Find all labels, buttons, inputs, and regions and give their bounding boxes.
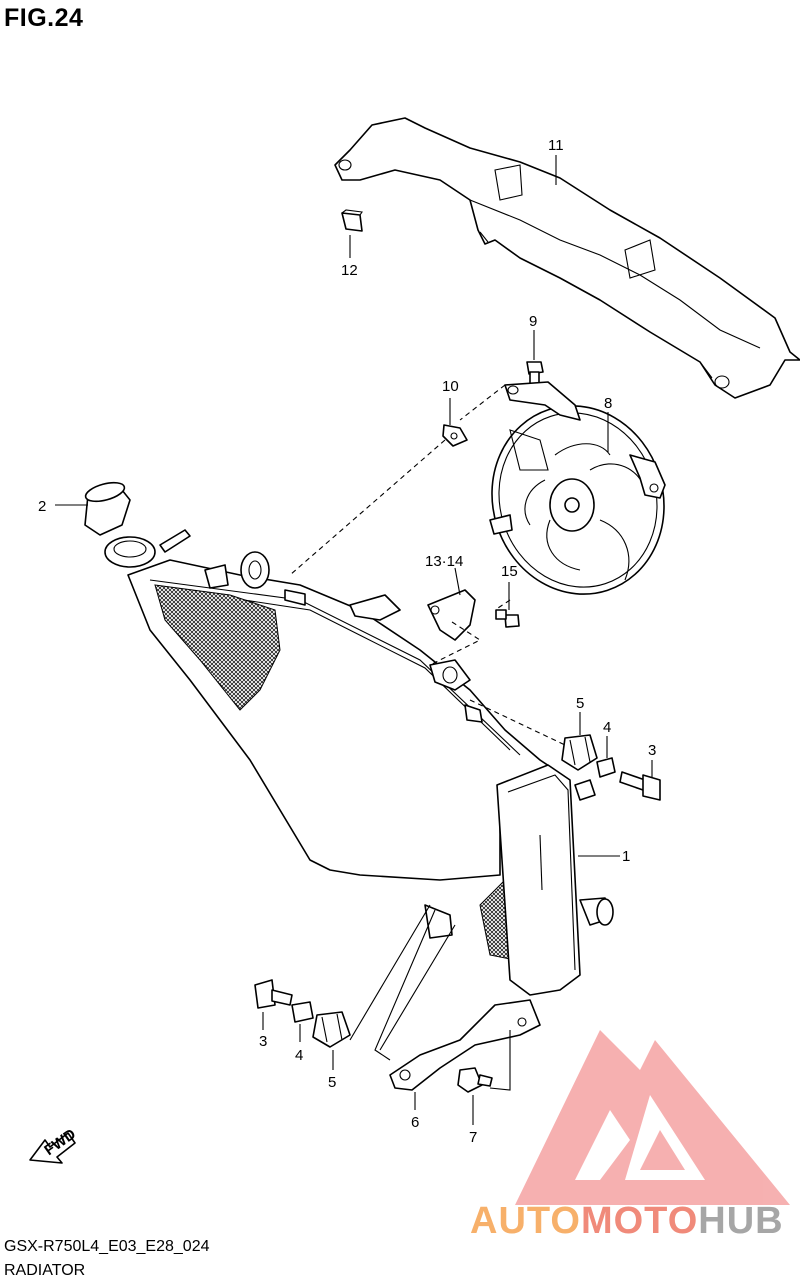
model-code: GSX-R750L4_E03_E28_024 <box>4 1238 210 1255</box>
bolt-part-7 <box>457 1067 493 1093</box>
clip-part-12 <box>341 209 363 232</box>
bolt-part-15 <box>495 609 520 628</box>
bolt-part-9 <box>526 361 544 385</box>
bolt-part-3-upper <box>619 771 661 801</box>
callout-1: 1 <box>622 848 630 865</box>
section-title: RADIATOR <box>4 1262 86 1279</box>
watermark-logo <box>515 1030 790 1205</box>
leader-lines <box>55 155 653 1125</box>
bolt-part-3-lower <box>254 979 293 1009</box>
brand-auto: AUTO <box>470 1200 581 1242</box>
callout-6: 6 <box>411 1114 419 1131</box>
figure-title: FIG.24 <box>4 4 84 32</box>
rubber-grommet-part-5-lower <box>312 1011 351 1048</box>
callout-3-upper: 3 <box>648 742 656 759</box>
callout-2: 2 <box>38 498 46 515</box>
callout-labels: 11 12 9 10 8 2 13·14 15 5 4 3 1 3 4 5 6 … <box>38 137 656 1146</box>
callout-4-lower: 4 <box>295 1047 303 1064</box>
watermark-brand: AUTOMOTOHUB <box>470 1200 784 1243</box>
brand-hub: HUB <box>698 1200 784 1242</box>
nut-part-10 <box>442 424 468 447</box>
callout-5-lower: 5 <box>328 1074 336 1091</box>
forward-arrow-icon: FWD <box>29 1126 79 1164</box>
callout-13-14: 13·14 <box>425 553 463 570</box>
collar-part-4-lower <box>291 1001 314 1023</box>
radiator-part-1 <box>104 529 614 996</box>
callout-15: 15 <box>501 563 518 580</box>
callout-10: 10 <box>442 378 459 395</box>
callout-9: 9 <box>529 313 537 330</box>
radiator-cap-part-2 <box>84 481 131 536</box>
lower-bracket-part-6 <box>389 999 541 1091</box>
bracket-part-13-14 <box>427 589 476 641</box>
callout-7: 7 <box>469 1129 477 1146</box>
collar-part-4-upper <box>596 757 616 778</box>
radiator-cover-part-11 <box>334 117 800 399</box>
cooling-fan-part-8 <box>489 381 666 595</box>
callout-11: 11 <box>548 137 564 154</box>
callout-5-upper: 5 <box>576 695 584 712</box>
callout-3-lower: 3 <box>259 1033 267 1050</box>
brand-moto: MOTO <box>580 1200 699 1242</box>
rubber-grommet-part-5-upper <box>561 734 598 771</box>
callout-4-upper: 4 <box>603 719 611 736</box>
callout-8: 8 <box>604 395 612 412</box>
callout-12: 12 <box>341 262 358 279</box>
